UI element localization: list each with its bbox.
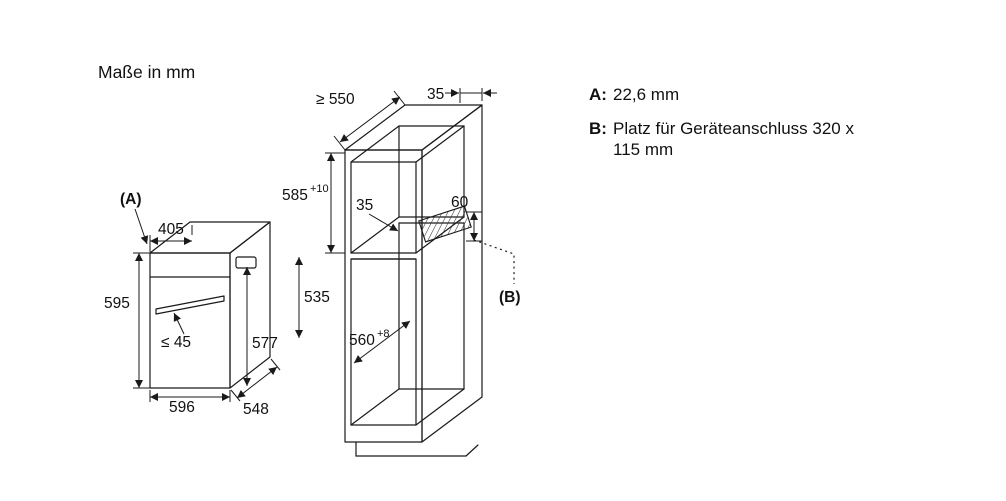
oven-drawing: (A) 405 595 ≤ 45 596	[104, 191, 330, 418]
dim-oven-body-height-label: 577	[252, 335, 278, 352]
dim-oven-width: 596	[149, 390, 231, 416]
dim-oven-height-label: 595	[104, 295, 130, 312]
dim-oven-depth-label: 548	[243, 401, 269, 418]
dim-oven-top-width-label: 405	[158, 221, 184, 238]
dim-niche-depth: 560 +8	[349, 320, 411, 364]
dim-niche-depth-tolerance: +8	[377, 328, 390, 340]
legend-b-key: B:	[589, 119, 607, 138]
oven-right-face	[229, 221, 271, 389]
oven-label-a: (A)	[120, 191, 142, 208]
legend-a-key: A:	[589, 85, 607, 104]
dim-oven-a: (A)	[120, 191, 149, 245]
dim-oven-body-depth-label: 535	[304, 289, 330, 306]
legend-a-value: 22,6 mm	[613, 85, 679, 104]
cabinet-front-face	[344, 149, 423, 443]
dim-oven-width-label: 596	[169, 399, 195, 416]
dim-shelf-gap: 35	[356, 197, 399, 232]
oven-handle	[155, 295, 225, 315]
dim-cabinet-min-depth: ≥ 550	[316, 90, 406, 151]
cabinet-drawing: ≥ 550 35 585 +10 35 60	[282, 86, 521, 457]
page-title: Maße in mm	[98, 62, 195, 82]
dim-oven-body-depth: 535	[295, 257, 330, 338]
dim-niche-height-tolerance: +10	[310, 183, 329, 195]
dim-cabinet-min-depth-label: ≥ 550	[316, 91, 355, 108]
dim-niche-height: 585 +10	[282, 152, 345, 254]
cabinet-label-b: (B)	[499, 289, 521, 306]
connection-space-hatch	[418, 205, 472, 243]
dim-oven-door-label: ≤ 45	[161, 334, 191, 351]
cabinet-upper-niche	[350, 161, 417, 254]
dim-connection-gap-label: 60	[451, 194, 469, 211]
oven-front-face	[149, 252, 231, 389]
legend-b-line1: Platz für Geräteanschluss 320 x	[613, 119, 854, 138]
legend-b-line2: 115 mm	[613, 140, 673, 159]
dim-cabinet-rear-gap-label: 35	[427, 86, 444, 103]
dim-niche-depth-label: 560	[349, 332, 375, 349]
cabinet-lower-compartment	[350, 258, 417, 426]
label-b: (B)	[473, 239, 521, 306]
dim-oven-top-width: 405	[149, 221, 193, 252]
dim-cabinet-rear-gap: 35	[427, 86, 497, 103]
dim-oven-depth: 548	[230, 358, 281, 418]
cabinet-right-face	[421, 104, 483, 443]
dim-oven-height: 595	[104, 252, 150, 389]
dim-niche-height-label: 585	[282, 187, 308, 204]
dim-shelf-gap-label: 35	[356, 197, 373, 214]
dim-connection-gap: 60	[451, 194, 482, 242]
oven-display	[235, 256, 257, 269]
legend: A: 22,6 mm B: Platz für Geräteanschluss …	[589, 85, 854, 159]
dim-oven-body-height: 577	[243, 267, 278, 386]
dim-oven-door-depth: ≤ 45	[161, 312, 191, 351]
